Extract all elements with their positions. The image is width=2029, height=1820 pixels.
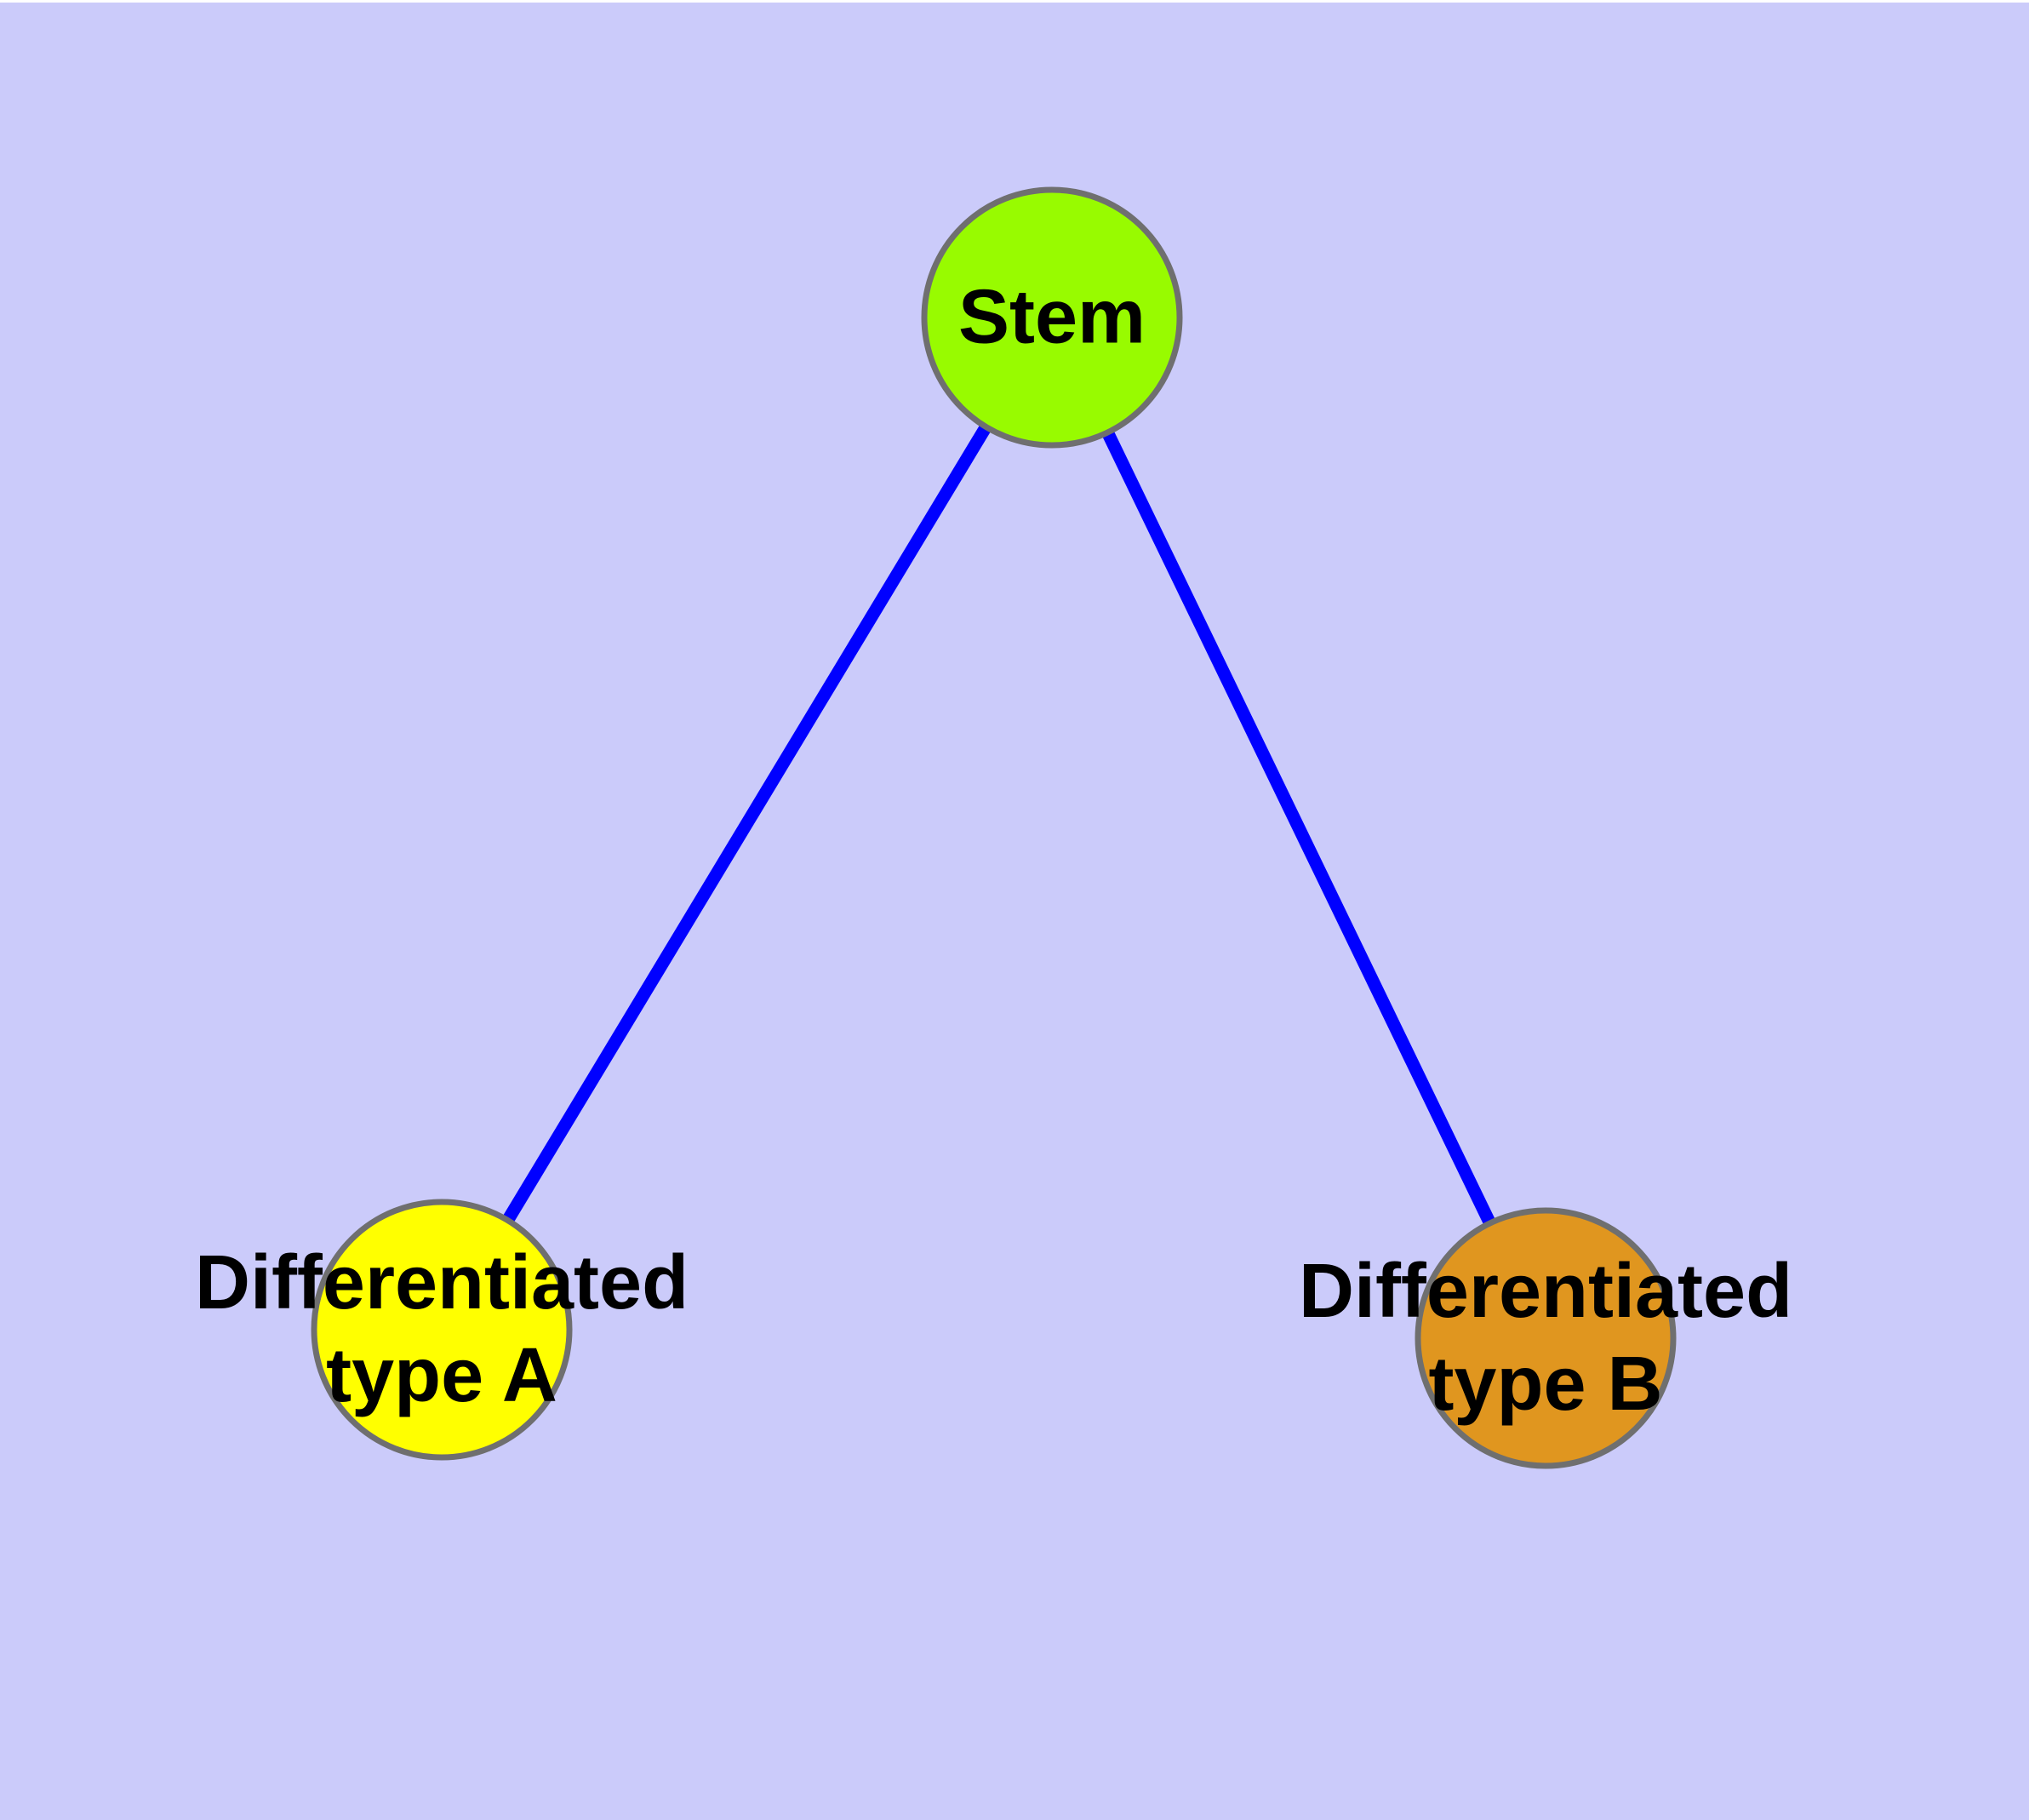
edge-stem-type-a — [436, 314, 1058, 1333]
node-label-type-a: Differentiated type A — [194, 1240, 689, 1418]
top-border-strip — [0, 0, 2029, 3]
node-label-type-b: Differentiated type B — [1298, 1249, 1793, 1427]
node-type-b — [1415, 1207, 1677, 1469]
edge-stem-type-b — [1046, 314, 1552, 1342]
node-type-a — [311, 1199, 573, 1461]
node-label-stem: Stem — [957, 274, 1146, 360]
node-stem — [921, 186, 1183, 449]
